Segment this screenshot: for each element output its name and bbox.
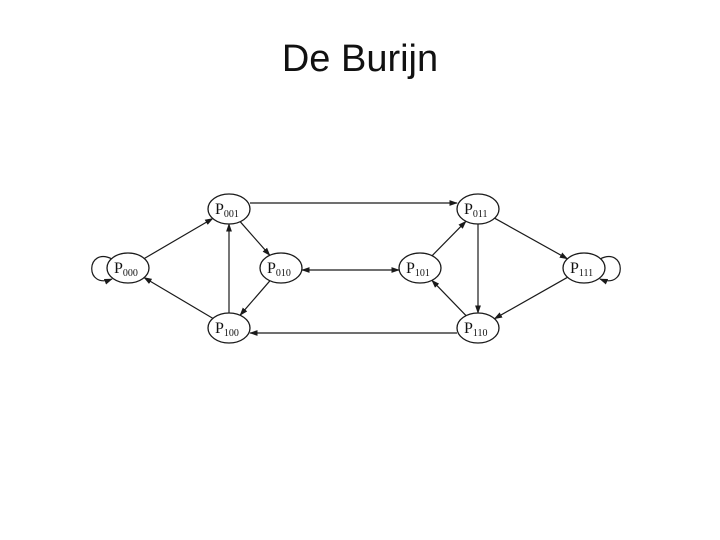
node-label-sub: 110 (473, 328, 488, 339)
edge-p011-to-p111 (494, 217, 569, 260)
edge-p001-to-p010 (239, 221, 271, 256)
node-p100: P100 (207, 312, 251, 344)
node-p001: P001 (207, 193, 251, 225)
node-label-sub: 011 (473, 209, 488, 220)
edge-p100-to-p000 (143, 277, 214, 319)
node-ellipse (398, 252, 442, 284)
node-label-main: P (215, 320, 224, 337)
node-label-main: P (215, 201, 224, 218)
node-label-sub: 000 (123, 268, 138, 279)
node-p101: P101 (398, 252, 442, 284)
node-p000: P000 (106, 252, 150, 284)
node-label-sub: 100 (224, 328, 239, 339)
edge-p010-to-p100 (239, 280, 271, 316)
node-label: P110 (464, 320, 488, 339)
node-ellipse (259, 252, 303, 284)
node-label: P011 (464, 201, 488, 220)
edge-p111-to-p110 (493, 276, 568, 320)
node-p111: P111 (562, 252, 606, 284)
node-ellipse (456, 193, 500, 225)
edge-p000-to-p000 (91, 256, 113, 285)
edge-p000-to-p001 (143, 217, 214, 260)
node-ellipse (456, 312, 500, 344)
node-label: P111 (570, 260, 593, 279)
node-ellipse (207, 312, 251, 344)
edge-p110-to-p101 (431, 279, 467, 317)
node-label: P100 (215, 320, 239, 339)
node-label-sub: 001 (224, 209, 239, 220)
node-label: P101 (406, 260, 430, 279)
node-p011: P011 (456, 193, 500, 225)
node-label: P001 (215, 201, 239, 220)
edge-p111-to-p111 (599, 256, 621, 285)
edges-layer (91, 200, 621, 336)
node-ellipse (207, 193, 251, 225)
node-label-main: P (464, 320, 473, 337)
node-label-main: P (114, 260, 123, 277)
slide-title: De Burijn (281, 38, 439, 80)
node-label-sub: 111 (579, 268, 593, 279)
node-label: P010 (267, 260, 291, 279)
node-label-sub: 010 (276, 268, 291, 279)
node-label: P000 (114, 260, 138, 279)
node-label-sub: 101 (415, 268, 430, 279)
node-p010: P010 (259, 252, 303, 284)
node-ellipse (562, 252, 606, 284)
node-label-main: P (570, 260, 579, 277)
edge-p101-to-p011 (431, 220, 467, 257)
node-label-main: P (406, 260, 415, 277)
node-label-main: P (464, 201, 473, 218)
node-p110: P110 (456, 312, 500, 344)
node-ellipse (106, 252, 150, 284)
node-label-main: P (267, 260, 276, 277)
